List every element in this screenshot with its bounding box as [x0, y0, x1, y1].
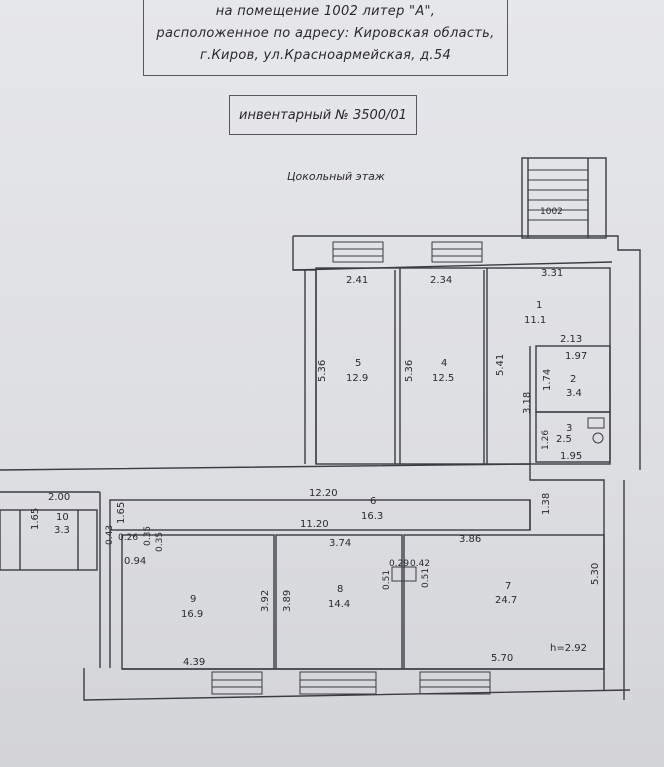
column-pillar: [391, 566, 417, 582]
room-9-area: 16.9: [181, 609, 203, 620]
dim-3-89: 3.89: [282, 590, 293, 612]
dim-3-92: 3.92: [260, 590, 271, 612]
inventory-number: инвентарный № 3500/01: [239, 107, 407, 123]
dim-0-42: 0.42: [410, 559, 430, 569]
dim-1-95: 1.95: [560, 451, 582, 462]
floor-label: Цокольный этаж: [287, 170, 385, 183]
stair-label: 1002: [540, 207, 563, 217]
dim-0-35-bottom: 0.35: [155, 532, 165, 552]
room-1-number: 1: [536, 300, 542, 311]
room-2-area: 3.4: [566, 388, 582, 399]
dim-height: h=2.92: [550, 643, 587, 654]
room-10-area: 3.3: [54, 525, 70, 536]
room-3-area: 2.5: [556, 434, 572, 445]
room-5-area: 12.9: [346, 373, 368, 384]
windows-top: [332, 241, 483, 263]
room-8-area: 14.4: [328, 599, 350, 610]
dim-0-26: 0.26: [118, 533, 138, 543]
dim-5-36-mid: 5.36: [404, 360, 415, 382]
dim-0-43: 0.43: [105, 525, 115, 545]
dim-1-74: 1.74: [542, 369, 553, 391]
title-line-2: расположенное по адресу: Кировская облас…: [156, 26, 495, 41]
sink-fixture: [587, 417, 605, 429]
dim-12-20: 12.20: [309, 488, 338, 499]
room-6-area: 16.3: [361, 511, 383, 522]
dim-2-34: 2.34: [430, 275, 452, 286]
dim-1-38: 1.38: [541, 493, 552, 515]
dim-0-94: 0.94: [124, 556, 146, 567]
room-5-number: 5: [355, 358, 361, 369]
room-7-area: 24.7: [495, 595, 517, 606]
dim-11-20: 11.20: [300, 519, 329, 530]
dim-1-65-right: 1.65: [116, 502, 127, 524]
dim-1-97: 1.97: [565, 351, 587, 362]
dim-2-41: 2.41: [346, 275, 368, 286]
room-4-number: 4: [441, 358, 447, 369]
inventory-box: инвентарный № 3500/01: [229, 95, 417, 135]
room-labels: 1 11.1 2 3.4 3 2.5 4 12.5 5 12.9 6 16.3 …: [54, 300, 582, 620]
dim-5-41: 5.41: [495, 354, 506, 376]
dim-0-51-right: 0.51: [421, 568, 431, 588]
dim-1-26: 1.26: [541, 430, 551, 450]
stair-steps: [528, 169, 588, 221]
dim-3-74: 3.74: [329, 538, 351, 549]
room-6-number: 6: [370, 496, 376, 507]
walls: [0, 157, 641, 701]
room-8-number: 8: [337, 584, 343, 595]
dim-3-31: 3.31: [541, 268, 563, 279]
windows-bottom: [211, 671, 491, 695]
title-line-3: г.Киров, ул.Красноармейская, д.54: [199, 48, 452, 63]
stair-enclosure: [521, 157, 607, 239]
room-7-number: 7: [505, 581, 511, 592]
room-9-number: 9: [190, 594, 196, 605]
dim-0-51-left: 0.51: [382, 570, 392, 590]
room-3-number: 3: [566, 423, 572, 434]
dim-1-65-left: 1.65: [30, 508, 41, 530]
dim-2-00: 2.00: [48, 492, 70, 503]
dimension-labels: 2.41 2.34 3.31 5.36 5.36 5.41 2.13 1.97 …: [30, 268, 601, 668]
room-10-number: 10: [56, 512, 69, 523]
dim-2-13: 2.13: [560, 334, 582, 345]
dim-3-86: 3.86: [459, 534, 481, 545]
room-4-area: 12.5: [432, 373, 454, 384]
dim-0-29: 0.29: [389, 559, 409, 569]
dim-5-70: 5.70: [491, 653, 513, 664]
dim-5-30: 5.30: [590, 563, 601, 585]
toilet-fixture: [592, 432, 604, 444]
dim-5-36-left: 5.36: [317, 360, 328, 382]
dim-0-35-top: 0.35: [143, 526, 153, 546]
room-1-area: 11.1: [524, 315, 546, 326]
title-box: на помещение 1002 литер "А", расположенн…: [143, 0, 508, 76]
dim-4-39: 4.39: [183, 657, 205, 668]
room-2-number: 2: [570, 374, 576, 385]
dim-3-18: 3.18: [522, 392, 533, 414]
title-line-1: на помещение 1002 литер "А",: [215, 4, 436, 19]
